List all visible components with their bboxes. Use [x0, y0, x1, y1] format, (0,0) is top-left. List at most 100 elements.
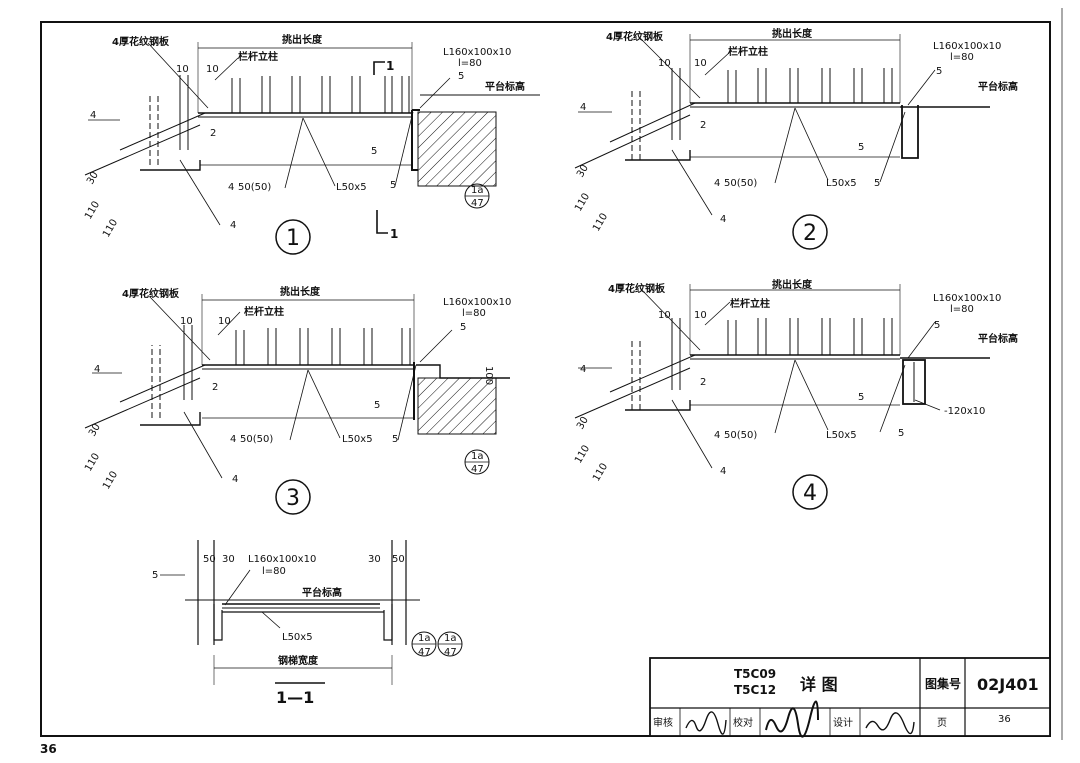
- d1-plate-label: 4厚花纹钢板: [112, 35, 170, 48]
- d4-angle-label: L160x100x10: [933, 293, 1001, 304]
- d4-plate-120: -120x10: [944, 406, 985, 417]
- d2-circle-number: 2: [803, 221, 817, 246]
- d1-num10b: 10: [206, 64, 219, 75]
- d1-n50-50: 50(50): [238, 182, 271, 193]
- d3-weld4-50: 4: [230, 434, 236, 445]
- d1-section-mark-bot: 1: [390, 227, 398, 241]
- d1-num10a: 10: [176, 64, 189, 75]
- s11-ref1-top: 1a: [418, 633, 431, 644]
- s11-angle-l: l=80: [262, 566, 286, 577]
- d3-l50-label: L50x5: [342, 434, 373, 445]
- d4-num10a: 10: [658, 310, 671, 321]
- d4-dim110b: 110: [591, 461, 610, 483]
- s11-platform-label: 平台标高: [302, 586, 342, 599]
- d1-dim110b: 110: [101, 217, 120, 239]
- d3-span-label: 挑出长度: [280, 285, 321, 298]
- d2-weld4-50: 4: [714, 178, 720, 189]
- tb-code-2: T5C12: [734, 683, 776, 697]
- d2-num10a: 10: [658, 58, 671, 69]
- d3-circle-number: 3: [286, 486, 300, 511]
- s11-d30a: 30: [222, 554, 235, 565]
- d3-ref-bot: 47: [471, 464, 484, 475]
- d1-ref-top: 1a: [471, 185, 484, 196]
- d4-weld5-top: 5: [934, 320, 940, 331]
- title-block: T5C09 T5C12 详 图 图集号 02J401 审核 校对 设计 页 36: [649, 657, 1051, 738]
- d3-angle-l: l=80: [462, 308, 486, 319]
- tb-code-1: T5C09: [734, 667, 776, 681]
- d3-weld5-mid: 5: [374, 400, 380, 411]
- d3-ref-top: 1a: [471, 451, 484, 462]
- d1-l50-label: L50x5: [336, 182, 367, 193]
- d3-weld4-bot: 4: [232, 474, 238, 485]
- d3-dim110a: 110: [83, 451, 102, 473]
- s11-width-label: 钢梯宽度: [278, 654, 319, 667]
- d4-weld5-low: 5: [898, 428, 904, 439]
- d2-post-label: 栏杆立柱: [728, 45, 768, 58]
- d4-weld4: 4: [580, 364, 586, 375]
- d3-num10a: 10: [180, 316, 193, 327]
- d1-dim110a: 110: [83, 199, 102, 221]
- d4-weld5-mid: 5: [858, 392, 864, 403]
- d1-weld4: 4: [90, 110, 96, 121]
- s11-d30b: 30: [368, 554, 381, 565]
- s11-ref2-top: 1a: [444, 633, 457, 644]
- d1-angle-l: l=80: [458, 58, 482, 69]
- s11-d50b: 50: [392, 554, 405, 565]
- d4-dim110a: 110: [573, 443, 592, 465]
- d1-weld4-bot: 4: [230, 220, 236, 231]
- d1-span-label: 挑出长度: [282, 33, 323, 46]
- d2-weld5-mid: 5: [858, 142, 864, 153]
- tb-review-label: 审核: [653, 716, 673, 729]
- d3-weld5-top: 5: [460, 322, 466, 333]
- d2-weld5-low: 5: [874, 178, 880, 189]
- d2-plate-label: 4厚花纹钢板: [606, 30, 664, 43]
- tb-page-label: 页: [937, 717, 947, 729]
- d1-num2: 2: [210, 128, 216, 139]
- section-1-1: 50 30 30 50 L160x100x10 l=80 5 平台标高 L50x…: [152, 540, 463, 707]
- d4-angle-l: l=80: [950, 304, 974, 315]
- d4-l50-label: L50x5: [826, 430, 857, 441]
- d3-angle-label: L160x100x10: [443, 297, 511, 308]
- d1-weld5-low: 5: [390, 180, 396, 191]
- d2-angle-label: L160x100x10: [933, 41, 1001, 52]
- detail-1: 4厚花纹钢板 挑出长度 栏杆立柱 L160x100x10 l=80 5 平台标高…: [83, 33, 540, 255]
- tb-page-value: 36: [998, 714, 1011, 725]
- checker-signature: [765, 700, 819, 738]
- d1-section-mark-top: 1: [386, 59, 394, 73]
- d2-weld5-top: 5: [936, 66, 942, 77]
- s11-weld5: 5: [152, 570, 158, 581]
- d2-num2: 2: [700, 120, 706, 131]
- d4-post-label: 栏杆立柱: [730, 297, 770, 310]
- d4-weld4-bot: 4: [720, 466, 726, 477]
- d4-circle-number: 4: [803, 481, 817, 506]
- d2-n50-50: 50(50): [724, 178, 757, 189]
- detail-3: 4厚花纹钢板 挑出长度 栏杆立柱 L160x100x10 l=80 5 100 …: [83, 285, 511, 515]
- d3-weld4: 4: [94, 364, 100, 375]
- d1-dim30: 30: [85, 170, 101, 187]
- reviewer-signature: [685, 711, 727, 735]
- detail-2: 4厚花纹钢板 挑出长度 栏杆立柱 L160x100x10 l=80 5 平台标高…: [573, 27, 1018, 250]
- d4-num10b: 10: [694, 310, 707, 321]
- d2-weld4-bot: 4: [720, 214, 726, 225]
- d4-n50-50: 50(50): [724, 430, 757, 441]
- d4-weld4-50: 4: [714, 430, 720, 441]
- d3-dim110b: 110: [101, 469, 120, 491]
- d2-angle-l: l=80: [950, 52, 974, 63]
- d1-weld4-50: 4: [228, 182, 234, 193]
- d1-weld5-top: 5: [458, 71, 464, 82]
- d2-platform-label: 平台标高: [978, 80, 1018, 93]
- d1-post-label: 栏杆立柱: [238, 50, 278, 63]
- d4-num2: 2: [700, 377, 706, 388]
- d2-weld4: 4: [580, 102, 586, 113]
- d3-dim30: 30: [87, 422, 103, 439]
- tb-atlas-number: 02J401: [977, 675, 1039, 694]
- designer-signature: [865, 712, 915, 735]
- d3-num2: 2: [212, 382, 218, 393]
- tb-drawing-name: 详 图: [800, 675, 838, 694]
- tb-design-label: 设计: [833, 716, 853, 729]
- s11-ref2-bot: 47: [444, 647, 457, 658]
- tb-check-label: 校对: [733, 716, 753, 729]
- d3-n50-50: 50(50): [240, 434, 273, 445]
- d3-plate-label: 4厚花纹钢板: [122, 287, 180, 300]
